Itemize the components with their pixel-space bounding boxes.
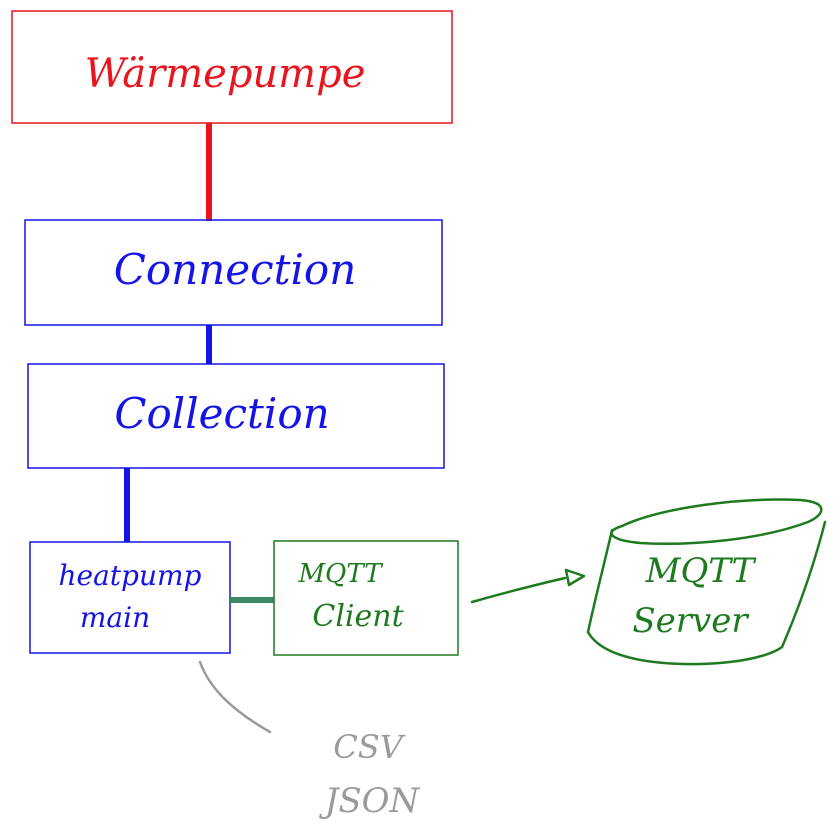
mqtt-client-label-line1: MQTT	[297, 559, 383, 589]
cylinder-top	[610, 498, 823, 545]
connection-label: Connection	[114, 245, 357, 294]
collection-box	[27, 363, 445, 469]
cylinder-left-side	[586, 528, 614, 634]
arrow-head-icon	[564, 568, 586, 587]
mqtt-server-cylinder	[586, 498, 827, 666]
waermepumpe-box	[11, 10, 453, 124]
mqtt-server-label-line2: Server	[632, 601, 749, 641]
mqtt-server-label-line1: MQTT	[645, 551, 757, 591]
csv-annotation: CSV	[333, 728, 405, 766]
cylinder-right-side	[780, 520, 827, 649]
mqtt-client-label-line2: Client	[312, 599, 404, 634]
output-annotation-line	[198, 660, 272, 734]
waermepumpe-label: Wärmepumpe	[85, 51, 366, 97]
heatpump-main-label-line1: heatpump	[59, 559, 202, 592]
publish-arrow	[470, 576, 567, 604]
connection-box	[24, 219, 443, 326]
mqtt-client-box	[273, 540, 459, 656]
collection-label: Collection	[114, 389, 329, 438]
cylinder-bottom	[586, 630, 784, 666]
heatpump-main-label-line2: main	[80, 601, 150, 634]
json-annotation: JSON	[319, 781, 421, 821]
